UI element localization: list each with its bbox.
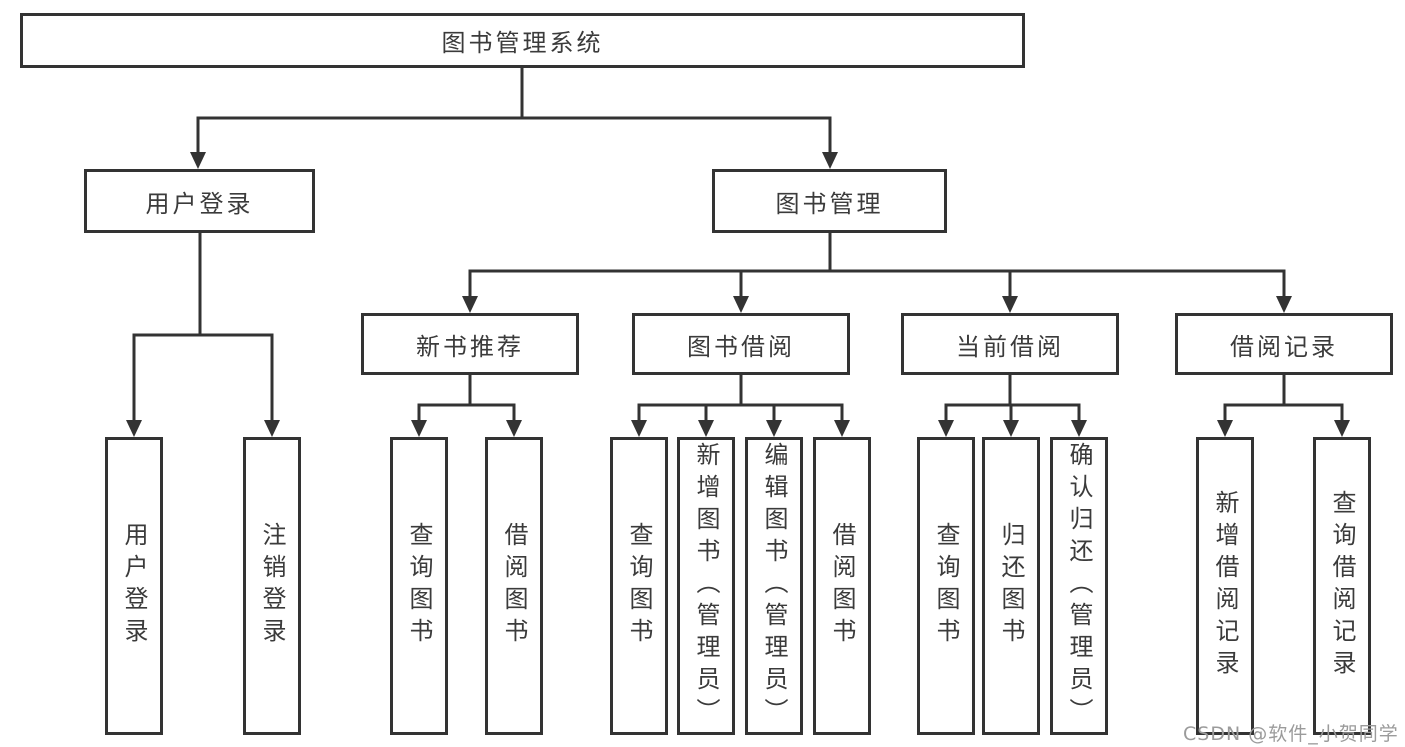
arrowheads xyxy=(126,152,1350,437)
leaf-query-books-recommend: 查询图书 xyxy=(390,437,448,735)
arrowhead xyxy=(733,296,749,313)
arrowhead xyxy=(698,420,714,437)
leaf-label: 借阅图书 xyxy=(828,522,856,650)
node-book-management: 图书管理 xyxy=(712,169,947,233)
node-new-book-recommend: 新书推荐 xyxy=(361,313,579,375)
arrowhead xyxy=(631,420,647,437)
leaf-label: 查询图书 xyxy=(932,522,960,650)
leaf-logout: 注销登录 xyxy=(243,437,301,735)
arrowhead xyxy=(264,420,280,437)
arrowhead xyxy=(126,420,142,437)
node-borrowing-records: 借阅记录 xyxy=(1175,313,1393,375)
csdn-watermark: CSDN @软件_小贺同学 xyxy=(1183,723,1399,745)
node-label: 图书借阅 xyxy=(687,332,795,361)
leaf-label: 查询图书 xyxy=(625,522,653,650)
leaf-label: 编辑图书（管理员） xyxy=(760,442,788,730)
node-user-login: 用户登录 xyxy=(84,169,315,233)
arrowhead xyxy=(506,420,522,437)
arrowhead xyxy=(938,420,954,437)
arrowhead xyxy=(190,152,206,169)
node-label: 图书管理系统 xyxy=(441,29,604,57)
leaf-query-books-borrowing: 查询图书 xyxy=(610,437,668,735)
leaf-label: 确认归还（管理员） xyxy=(1065,442,1093,730)
leaf-borrow-books-recommend: 借阅图书 xyxy=(485,437,543,735)
arrowhead xyxy=(1071,420,1087,437)
arrowhead xyxy=(462,296,478,313)
leaf-label: 新增借阅记录 xyxy=(1211,490,1239,682)
node-root-system: 图书管理系统 xyxy=(20,13,1025,68)
leaf-label: 归还图书 xyxy=(997,522,1025,650)
leaf-confirm-return-admin: 确认归还（管理员） xyxy=(1050,437,1108,735)
leaf-label: 新增图书（管理员） xyxy=(692,442,720,730)
leaf-query-books-current: 查询图书 xyxy=(917,437,975,735)
arrowhead xyxy=(834,420,850,437)
leaf-edit-books-admin: 编辑图书（管理员） xyxy=(745,437,803,735)
leaf-add-books-admin: 新增图书（管理员） xyxy=(677,437,735,735)
leaf-label: 注销登录 xyxy=(258,522,286,650)
node-label: 新书推荐 xyxy=(416,332,524,361)
node-label: 借阅记录 xyxy=(1230,332,1338,361)
node-label: 图书管理 xyxy=(775,189,884,218)
arrowhead xyxy=(1217,420,1233,437)
arrowhead xyxy=(1003,420,1019,437)
leaf-return-books: 归还图书 xyxy=(982,437,1040,735)
arrowhead xyxy=(1334,420,1350,437)
leaf-borrow-books: 借阅图书 xyxy=(813,437,871,735)
leaf-query-borrow-record: 查询借阅记录 xyxy=(1313,437,1371,735)
leaf-label: 借阅图书 xyxy=(500,522,528,650)
leaf-label: 用户登录 xyxy=(120,522,148,650)
leaf-add-borrow-record: 新增借阅记录 xyxy=(1196,437,1254,735)
node-label: 用户登录 xyxy=(145,189,254,218)
node-current-borrowing: 当前借阅 xyxy=(901,313,1119,375)
arrowhead xyxy=(822,152,838,169)
node-label: 当前借阅 xyxy=(956,332,1064,361)
arrowhead xyxy=(1276,296,1292,313)
arrowhead xyxy=(766,420,782,437)
leaf-user-login: 用户登录 xyxy=(105,437,163,735)
arrowhead xyxy=(411,420,427,437)
connector-path xyxy=(132,66,1344,425)
node-book-borrowing: 图书借阅 xyxy=(632,313,850,375)
arrowhead xyxy=(1002,296,1018,313)
leaf-label: 查询借阅记录 xyxy=(1328,490,1356,682)
leaf-label: 查询图书 xyxy=(405,522,433,650)
